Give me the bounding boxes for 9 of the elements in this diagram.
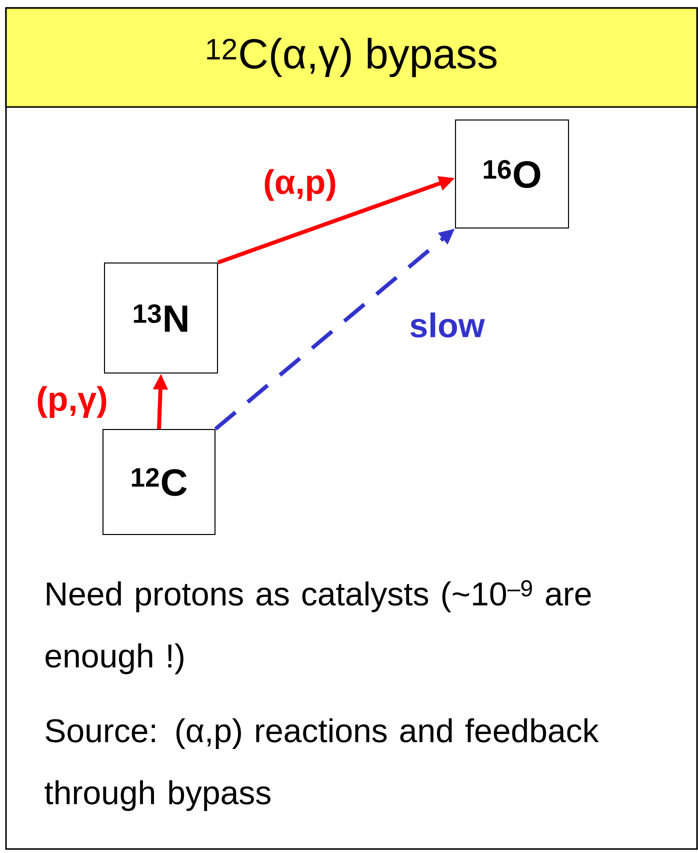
nuclide-box: $^{16}$O bbox=[455, 120, 569, 228]
edge-label: slow bbox=[408, 312, 486, 338]
note-text: Source: (α,p) reactions and feedback through bypass bbox=[44, 718, 599, 811]
edge-label: (α,p) bbox=[262, 168, 338, 202]
nuclide-box: $^{12}$C bbox=[102, 429, 216, 535]
edge-label: (p,γ) bbox=[35, 385, 109, 419]
nuclide-box: $^{13}$N bbox=[104, 262, 218, 374]
title-band: $^{12}$C(α,γ) bypass bbox=[5, 7, 698, 108]
note-text: Need protons as catalysts (~10$^{–9}$ are enough !) bbox=[46, 580, 591, 674]
